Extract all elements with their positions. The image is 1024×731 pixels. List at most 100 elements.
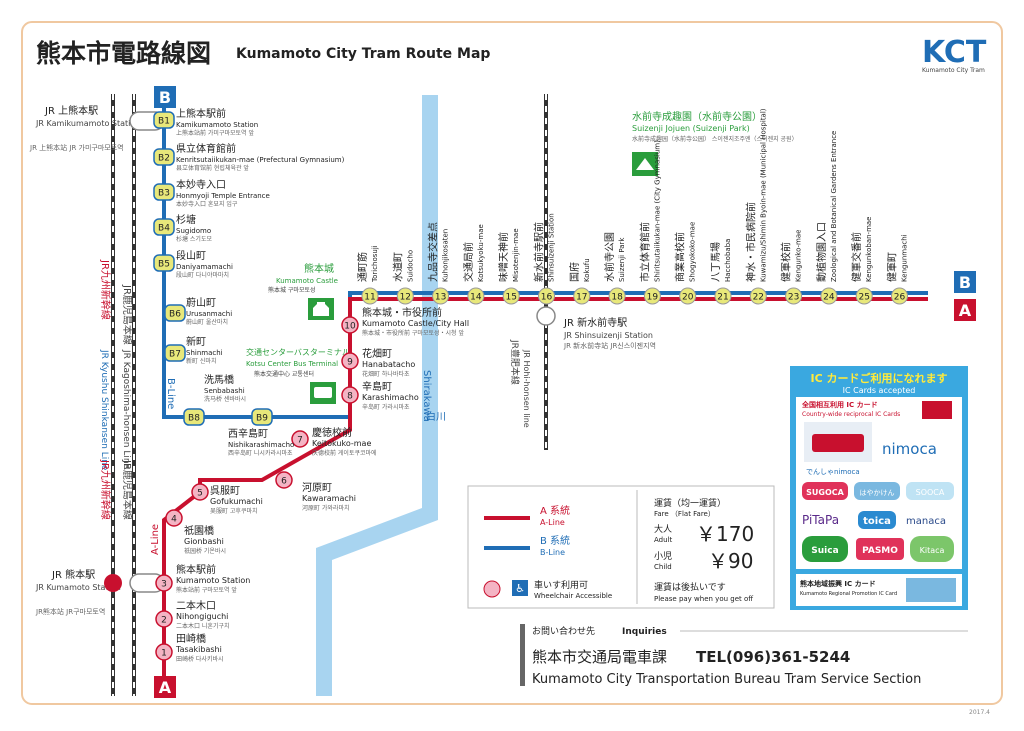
- child-ja: 小児: [654, 551, 672, 562]
- a-badge-letter-bottom: A: [159, 678, 172, 697]
- main-station-number: 17: [576, 293, 587, 303]
- main-station-number: 20: [682, 293, 694, 303]
- a-station-name-en: Nihongiguchi: [176, 612, 228, 621]
- b-station-name-sub: 洗马桥 센바바시: [204, 395, 246, 403]
- suizenji-ja: 水前寺成趣園（水前寺公園）: [632, 110, 762, 123]
- ic-title-ja: IC カードご利用になれます: [811, 371, 948, 385]
- a-station-name-en: Kawaramachi: [302, 494, 356, 503]
- jr-shinsuizenji-ja: JR 新水前寺駅: [563, 316, 627, 329]
- b-station-marker: [153, 111, 175, 129]
- fare-ja: 運賃（均一運賃）: [654, 497, 726, 509]
- main-station-name-en: Shogyokoko-mae: [689, 222, 697, 282]
- b-station-name-en: Kenritsutaiikukan-mae (Prefectural Gymna…: [176, 156, 345, 164]
- b-station-name-ja: 段山町: [176, 249, 206, 262]
- main-station-name-ja: 新水前寺駅前: [533, 222, 546, 282]
- card-sooca-bg: [906, 482, 954, 500]
- b-station-name-en: Sugidomo: [176, 227, 211, 235]
- logo-text: KCT: [922, 35, 987, 70]
- jr-kamikumamoto-en: JR Kamikumamoto Station: [35, 119, 140, 128]
- b-station-name-sub: 段山町 다니야마마치: [176, 271, 229, 279]
- b-station-name-sub: 本妙寺入口 혼묘지 입구: [176, 200, 238, 208]
- card-sugoca: SUGOCA: [806, 488, 844, 497]
- a-station-marker: [275, 471, 293, 489]
- b-station-name-ja: 洗馬橋: [204, 373, 234, 386]
- main-station-number: 11: [364, 293, 375, 303]
- main-station-name-en: Suizenji Park: [618, 237, 626, 282]
- a-station-name-ja: 慶徳校前: [312, 426, 352, 439]
- main-station-number: 13: [435, 293, 446, 303]
- jr-shinsuizenji-en: JR Shinsuizenji Station: [563, 331, 653, 340]
- inquiry-tel: TEL(096)361-5244: [696, 648, 850, 666]
- main-station-number: 23: [788, 293, 799, 303]
- jr-kyushu-shinkansen-ja-top: JR九州新幹線: [99, 259, 112, 320]
- densha-nimoca: でんしゃnimoca: [806, 468, 860, 476]
- b-station-name-ja: 本妙寺入口: [176, 178, 226, 191]
- card-kitaca: Kitaca: [920, 546, 945, 555]
- card-sugoca-bg: [802, 482, 848, 500]
- b-badge-letter-right: B: [959, 273, 971, 292]
- main-station-name-en: Kengunko-mae: [795, 230, 803, 282]
- a-station-name-en: Gofukumachi: [210, 497, 263, 506]
- a-station-name-sub: 田崎桥 다사키바시: [176, 655, 224, 663]
- b-station-name-en: Kamikumamoto Station: [176, 121, 258, 129]
- b-station-marker: [183, 408, 205, 426]
- main-station-number: 21: [717, 293, 728, 303]
- legend-b-ja: B 系統: [540, 534, 570, 547]
- bus-sub: 熊本交通中心 교통센터: [254, 370, 314, 378]
- jr-kumamoto-sub: JR熊本站 JR구마모토역: [35, 607, 105, 616]
- a-station-marker: [341, 316, 359, 334]
- card-nimoca: nimoca: [882, 440, 937, 458]
- a-station-name-sub: 花畑町 하나바타초: [362, 370, 410, 378]
- main-station-marker: [467, 287, 485, 305]
- main-station-marker: [891, 287, 908, 305]
- main-station-marker: [432, 287, 450, 305]
- a-station-name-sub: 熊本站前 구마모토역 앞: [176, 586, 237, 594]
- jr-kumamoto-marker: [104, 574, 122, 592]
- a-station-name-ja: 辛島町: [362, 380, 392, 393]
- jr-kagoshima-ja: JR鹿児島本線: [121, 284, 134, 345]
- main-station-name-ja: 水道町: [391, 252, 404, 282]
- a-station-number: 9: [347, 358, 353, 368]
- card-kitaca-bg: [910, 536, 954, 562]
- jr-shinsuizenji-sub: JR 新水前寺站 JR신스이젠지역: [563, 341, 656, 350]
- main-station-name-ja: 八丁馬場: [709, 242, 722, 282]
- pay-en: Please pay when you get off: [654, 595, 753, 603]
- b-station-marker: [153, 148, 175, 166]
- a-station-name-en: Gionbashi: [184, 537, 224, 546]
- a-station-name-sub: 吴服町 고후쿠마치: [210, 507, 258, 515]
- main-station-marker: [855, 287, 873, 305]
- jr-kamikumamoto-ja: JR 上熊本駅: [44, 104, 98, 117]
- a-station-marker: [191, 483, 209, 501]
- a-station-name-ja: 花畑町: [362, 347, 392, 360]
- main-station-number: 16: [541, 293, 553, 303]
- b-station-number: B2: [158, 154, 170, 164]
- b-line-badge-right: [954, 271, 976, 293]
- a-station-name-ja: 河原町: [302, 482, 332, 494]
- legend-wheel-en: Wheelchair Accessible: [534, 592, 612, 600]
- main-station-marker: [502, 287, 520, 305]
- main-station-name-en: Kokufu: [583, 258, 591, 282]
- main-station-name-en: Zoological and Botanical Gardens Entranc…: [830, 131, 838, 282]
- b-station-name-sub: 西辛岛町 니시카라시마초: [228, 449, 293, 457]
- b-station-marker: [164, 304, 186, 322]
- suizenji-sub: 水前寺成趣园（水前寺公园） 스이젠지조주엔（스이젠지 공원）: [632, 135, 798, 143]
- main-station-name-ja: 水前寺公園: [603, 232, 616, 282]
- main-station-name-ja: 通町筋: [356, 252, 369, 282]
- logo-sub: Kumamoto City Tram: [922, 67, 985, 74]
- b-line-side-label: B-Line: [165, 378, 176, 409]
- jr-kyushu-shinkansen-en: JR Kyushu Shinkansen Line: [99, 349, 109, 471]
- main-station-name-en: Shiritsutaiikukan-mae (City Gymnasium): [653, 140, 661, 282]
